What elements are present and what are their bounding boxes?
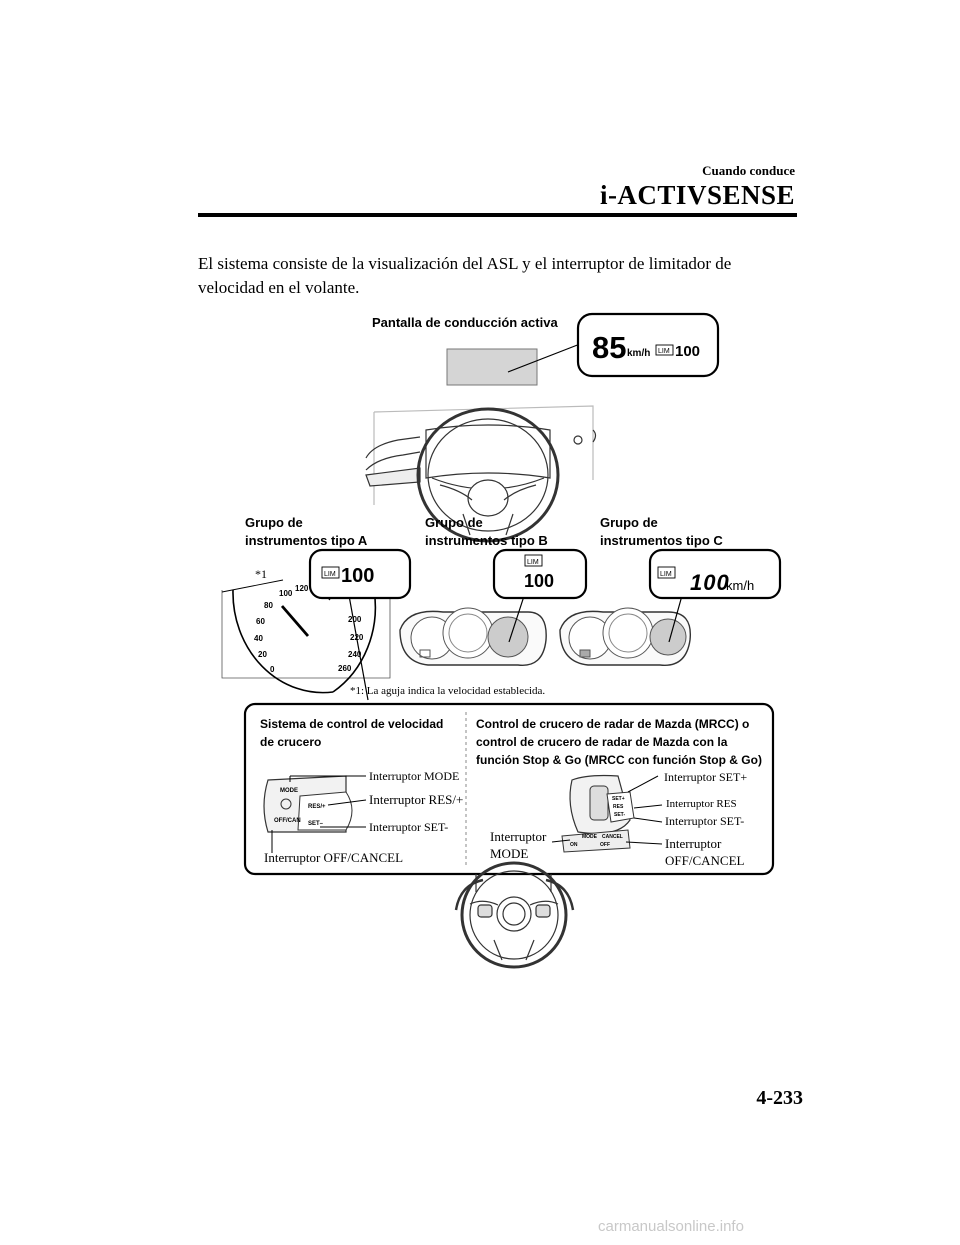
cluster-a-speedometer: 0 20 40 60 80 100 120 200 220 240 260 *1…: [221, 548, 412, 701]
callout-res: Interruptor RES/+: [369, 792, 463, 807]
svg-text:instrumentos tipo C: instrumentos tipo C: [600, 533, 723, 548]
callout-setminus: Interruptor SET-: [665, 814, 744, 828]
header-rule: [198, 213, 797, 217]
svg-text:200: 200: [348, 615, 362, 624]
svg-text:Grupo de: Grupo de: [600, 515, 658, 530]
svg-text:Control de crucero de radar de: Control de crucero de radar de Mazda (MR…: [476, 717, 749, 731]
svg-text:0: 0: [270, 665, 275, 674]
svg-text:40: 40: [254, 634, 263, 643]
svg-text:MODE: MODE: [582, 834, 598, 840]
footnote: *1: La aguja indica la velocidad estable…: [350, 685, 545, 697]
svg-text:LIM: LIM: [527, 559, 539, 566]
svg-text:60: 60: [256, 617, 265, 626]
chapter-title: i-ACTIVSENSE: [599, 180, 795, 210]
section-label: Cuando conduce: [702, 163, 795, 178]
cluster-c-readout: 100: [690, 570, 730, 595]
svg-text:SET–: SET–: [308, 821, 324, 827]
svg-text:CANCEL: CANCEL: [602, 834, 623, 840]
svg-text:control de crucero de radar de: control de crucero de radar de Mazda con…: [476, 735, 728, 749]
active-display-callout: [576, 312, 720, 378]
svg-text:de crucero: de crucero: [260, 735, 321, 749]
callout-setplus: Interruptor SET+: [664, 770, 747, 784]
svg-text:80: 80: [264, 601, 273, 610]
callout-res-mrcc: Interruptor RES: [666, 798, 737, 810]
callout-offcancel: Interruptor OFF/CANCEL: [264, 850, 403, 865]
page-header: Cuando conduce i-ACTIVSENSE: [0, 0, 960, 230]
cluster-c-callout: [648, 548, 782, 600]
cruise-control-panel: Sistema de control de velocidad de cruce…: [260, 717, 463, 865]
mrcc-panel: Control de crucero de radar de Mazda (MR…: [476, 717, 762, 868]
svg-text:ON: ON: [570, 842, 578, 848]
svg-text:OFF/CAN: OFF/CAN: [274, 818, 301, 824]
svg-text:Grupo de: Grupo de: [425, 515, 483, 530]
cluster-label-c: Grupo de instrumentos tipo C: [600, 515, 723, 548]
callout-offcancel-mrcc-1: Interruptor: [665, 836, 722, 851]
watermark: carmanualsonline.info: [598, 1218, 744, 1235]
cluster-c: LIM 100 km/h: [559, 548, 782, 666]
cluster-label-b: Grupo de instrumentos tipo B: [425, 515, 548, 548]
callout-set: Interruptor SET-: [369, 820, 448, 834]
svg-text:SET-: SET-: [614, 812, 625, 818]
svg-text:240: 240: [348, 650, 362, 659]
svg-text:instrumentos tipo B: instrumentos tipo B: [425, 533, 548, 548]
intro-paragraph: El sistema consiste de la visualización …: [198, 254, 732, 297]
callout-mode-mrcc-2: MODE: [490, 846, 528, 861]
switch-panel: [243, 702, 775, 876]
active-display-label: Pantalla de conducción activa: [372, 315, 558, 330]
callout-mode-mrcc-1: Interruptor: [490, 829, 547, 844]
callout-offcancel-mrcc-2: OFF/CANCEL: [665, 853, 745, 868]
cluster-b: LIM 100: [399, 548, 588, 666]
steering-wheel-illustration: [454, 861, 575, 969]
svg-text:instrumentos tipo A: instrumentos tipo A: [245, 533, 368, 548]
svg-text:260: 260: [338, 664, 352, 673]
svg-text:LIM: LIM: [324, 571, 336, 578]
windshield-projection: [446, 348, 538, 386]
svg-text:Grupo de: Grupo de: [245, 515, 303, 530]
cluster-b-callout: [492, 548, 588, 600]
svg-text:Sistema de control de velocida: Sistema de control de velocidad: [260, 717, 443, 731]
cluster-b-readout: 100: [524, 571, 554, 591]
cluster-a-callout: [308, 548, 412, 600]
svg-text:SET+: SET+: [612, 796, 625, 802]
svg-text:20: 20: [258, 650, 267, 659]
svg-text:LIM: LIM: [660, 571, 672, 578]
svg-text:100: 100: [279, 589, 293, 598]
svg-text:RES/+: RES/+: [308, 804, 326, 810]
active-display-unit: km/h: [627, 348, 650, 359]
footnote-marker: *1: [255, 567, 267, 581]
svg-text:MODE: MODE: [280, 788, 298, 794]
cluster-label-a: Grupo de instrumentos tipo A: [245, 515, 368, 548]
active-display-set-speed: 100: [675, 343, 700, 360]
asl-diagram: Pantalla de conducción activa 85 km/h LI…: [221, 312, 782, 969]
active-display-lim-badge: LIM: [658, 348, 670, 355]
cluster-c-unit: km/h: [726, 578, 754, 593]
svg-text:OFF: OFF: [600, 842, 610, 848]
svg-text:RES: RES: [613, 804, 624, 810]
svg-text:120: 120: [295, 584, 309, 593]
dashboard-illustration: [365, 405, 597, 543]
cluster-a-readout: 100: [341, 565, 374, 587]
active-display-speed: 85: [592, 330, 626, 365]
svg-text:función Stop & Go (MRCC con fu: función Stop & Go (MRCC con función Stop…: [476, 753, 762, 767]
page-number: 4-233: [756, 1087, 803, 1109]
callout-mode: Interruptor MODE: [369, 769, 459, 783]
